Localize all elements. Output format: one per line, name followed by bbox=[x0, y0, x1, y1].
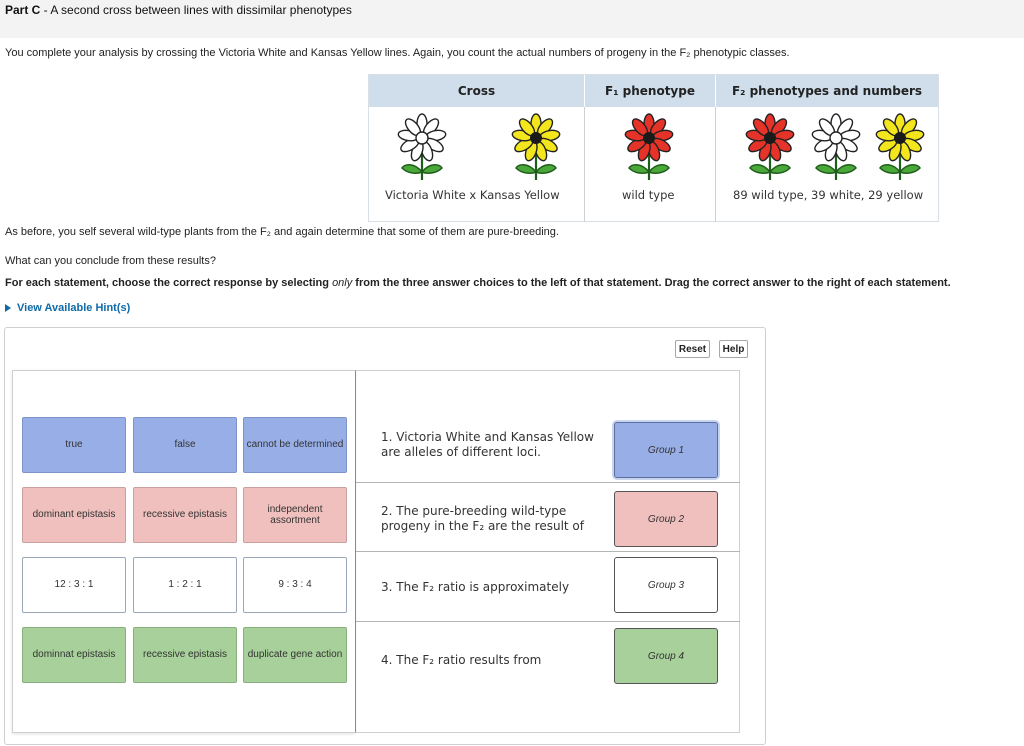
cross-header: Cross bbox=[369, 75, 584, 107]
statement-3: 3. The F₂ ratio is approximately bbox=[381, 580, 570, 594]
choice-dominnat-epistasis[interactable]: dominnat epistasis bbox=[22, 627, 126, 683]
statement-4: 4. The F₂ ratio results from bbox=[381, 653, 542, 667]
red-flower-icon bbox=[740, 112, 800, 184]
drop-target-group-3[interactable]: Group 3 bbox=[614, 557, 718, 613]
view-hints-link[interactable]: View Available Hint(s) bbox=[5, 302, 130, 314]
choice-recessive-epistasis-2[interactable]: recessive epistasis bbox=[133, 627, 237, 683]
reset-button[interactable]: Reset bbox=[675, 340, 710, 358]
choice-ratio-12-3-1[interactable]: 12 : 3 : 1 bbox=[22, 557, 126, 613]
instructions-text: For each statement, choose the correct r… bbox=[5, 277, 951, 289]
f1-caption: wild type bbox=[622, 188, 675, 202]
choice-false[interactable]: false bbox=[133, 417, 237, 473]
expand-triangle-icon bbox=[5, 304, 11, 312]
f1-header: F₁ phenotype bbox=[585, 75, 715, 107]
drop-target-group-2[interactable]: Group 2 bbox=[614, 491, 718, 547]
white-flower-icon bbox=[392, 112, 452, 184]
part-header: Part C - A second cross between lines wi… bbox=[0, 0, 1024, 38]
red-flower-icon bbox=[619, 112, 679, 184]
choice-ratio-9-3-4[interactable]: 9 : 3 : 4 bbox=[243, 557, 347, 613]
paragraph-2: As before, you self several wild-type pl… bbox=[5, 226, 559, 238]
choice-duplicate-gene-action[interactable]: duplicate gene action bbox=[243, 627, 347, 683]
intro-text: You complete your analysis by crossing t… bbox=[5, 47, 790, 59]
drop-target-group-4[interactable]: Group 4 bbox=[614, 628, 718, 684]
choice-recessive-epistasis[interactable]: recessive epistasis bbox=[133, 487, 237, 543]
yellow-flower-icon bbox=[506, 112, 566, 184]
choice-independent-assortment[interactable]: independent assortment bbox=[243, 487, 347, 543]
choice-true[interactable]: true bbox=[22, 417, 126, 473]
choice-dominant-epistasis[interactable]: dominant epistasis bbox=[22, 487, 126, 543]
help-button[interactable]: Help bbox=[719, 340, 748, 358]
white-flower-icon bbox=[806, 112, 866, 184]
cross-caption: Victoria White x Kansas Yellow bbox=[385, 188, 560, 202]
answer-choices-panel bbox=[12, 370, 355, 733]
f2-header: F₂ phenotypes and numbers bbox=[716, 75, 938, 107]
part-title: Part C - A second cross between lines wi… bbox=[5, 3, 352, 17]
yellow-flower-icon bbox=[870, 112, 930, 184]
question-text: What can you conclude from these results… bbox=[5, 255, 216, 267]
choice-cannot-be-determined[interactable]: cannot be determined bbox=[243, 417, 347, 473]
choice-ratio-1-2-1[interactable]: 1 : 2 : 1 bbox=[133, 557, 237, 613]
f2-caption: 89 wild type, 39 white, 29 yellow bbox=[733, 188, 924, 202]
drop-target-group-1[interactable]: Group 1 bbox=[614, 422, 718, 478]
